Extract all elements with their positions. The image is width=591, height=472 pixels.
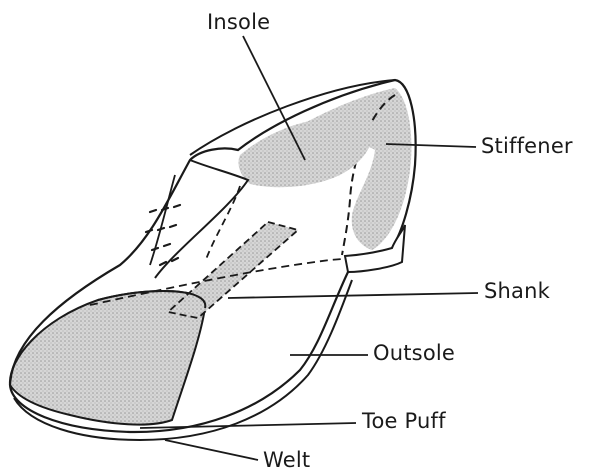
leader-lines: [140, 36, 478, 460]
label-welt: Welt: [263, 450, 310, 471]
vamp-line: [150, 175, 175, 265]
leader-shank: [228, 293, 478, 298]
label-outsole: Outsole: [373, 343, 455, 364]
label-toe-puff: Toe Puff: [362, 411, 446, 432]
label-insole: Insole: [207, 12, 270, 33]
leader-toe-puff: [140, 423, 356, 428]
label-shank: Shank: [484, 281, 550, 302]
label-stiffener: Stiffener: [481, 136, 573, 157]
quarter-seam: [205, 186, 240, 262]
leader-welt: [165, 440, 258, 460]
shank-region: [168, 222, 298, 318]
